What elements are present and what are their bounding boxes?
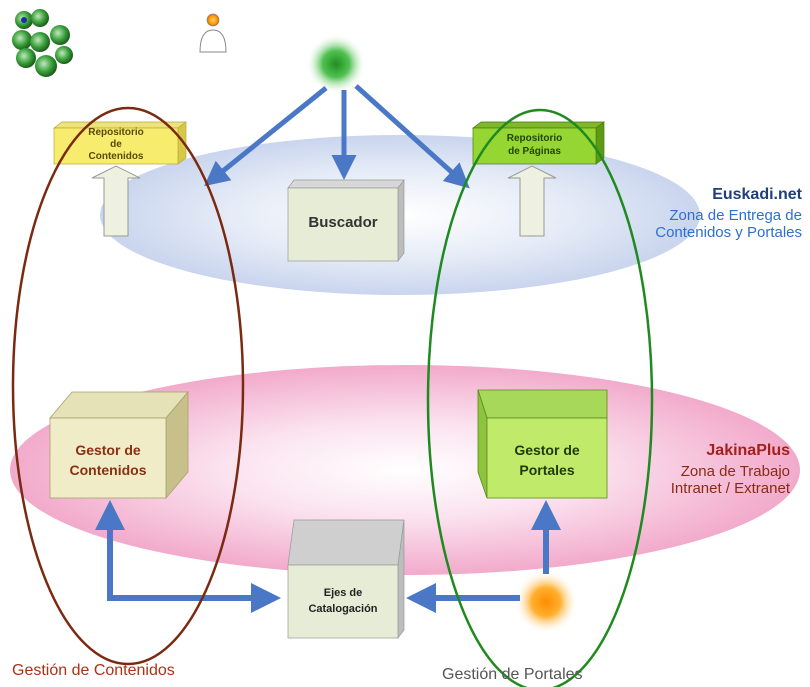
work-zone-subtitle-1: Zona de Trabajo bbox=[680, 463, 790, 480]
gestion-contenidos-ellipse bbox=[11, 106, 245, 666]
work-zone-label: JakinaPlus Zona de Trabajo Intranet / Ex… bbox=[671, 442, 790, 497]
delivery-zone-subtitle-2: Contenidos y Portales bbox=[655, 224, 802, 241]
gestor-contenidos-label: Gestor de Contenidos bbox=[50, 440, 166, 480]
upload-arrow-paginas bbox=[507, 165, 557, 237]
delivery-zone-title: Euskadi.net bbox=[712, 186, 802, 203]
repositorio-paginas-box bbox=[471, 121, 606, 165]
ejes-catalogacion-label: Ejes de Catalogación bbox=[288, 585, 398, 617]
delivery-zone-subtitle-1: Zona de Entrega de bbox=[669, 207, 802, 224]
gestion-contenidos-label: Gestión de Contenidos bbox=[12, 662, 175, 679]
buscador-label: Buscador bbox=[308, 214, 378, 231]
repo-paginas-line1: Repositorio bbox=[506, 133, 563, 144]
gestor-portales-line2: Portales bbox=[519, 462, 575, 478]
repositorio-contenidos-box bbox=[52, 121, 188, 165]
repositorio-contenidos-label: Repositorio de Contenidos bbox=[54, 127, 178, 163]
gestor-portales-label: Gestor de Portales bbox=[487, 440, 607, 480]
repo-contenidos-line3: Contenidos bbox=[88, 151, 144, 162]
gestor-contenidos-line2: Contenidos bbox=[69, 462, 147, 478]
users-group-icon bbox=[12, 9, 73, 77]
arrow-to-paginas-repo bbox=[354, 84, 470, 189]
repo-paginas-line2: de Páginas bbox=[508, 146, 561, 157]
user-icon bbox=[199, 13, 227, 53]
gestor-portales-box bbox=[477, 389, 608, 499]
delivery-zone-label: Euskadi.net Zona de Entrega de Contenido… bbox=[655, 186, 802, 241]
orange-glow-icon bbox=[514, 570, 578, 634]
gestor-portales-line1: Gestor de bbox=[514, 442, 580, 458]
repositorio-paginas-label: Repositorio de Páginas bbox=[473, 132, 596, 158]
gestor-contenidos-line1: Gestor de bbox=[75, 442, 141, 458]
buscador-box bbox=[287, 178, 405, 263]
upload-arrow-contenidos bbox=[91, 165, 141, 237]
green-glow-icon bbox=[306, 34, 366, 94]
ejes-catalogacion-box bbox=[287, 519, 405, 640]
gestor-contenidos-box bbox=[49, 390, 189, 500]
ejes-line1: Ejes de bbox=[323, 587, 363, 599]
gestion-portales-label: Gestión de Portales bbox=[442, 666, 583, 683]
work-zone-title: JakinaPlus bbox=[706, 442, 790, 459]
work-zone-subtitle-2: Intranet / Extranet bbox=[670, 480, 790, 497]
arrow-to-contenidos-repo bbox=[204, 86, 328, 187]
gestion-portales-ellipse bbox=[426, 108, 654, 687]
repo-contenidos-line1: Repositorio bbox=[88, 127, 144, 138]
ejes-line2: Catalogación bbox=[308, 603, 378, 615]
repo-contenidos-line2: de bbox=[110, 139, 122, 150]
